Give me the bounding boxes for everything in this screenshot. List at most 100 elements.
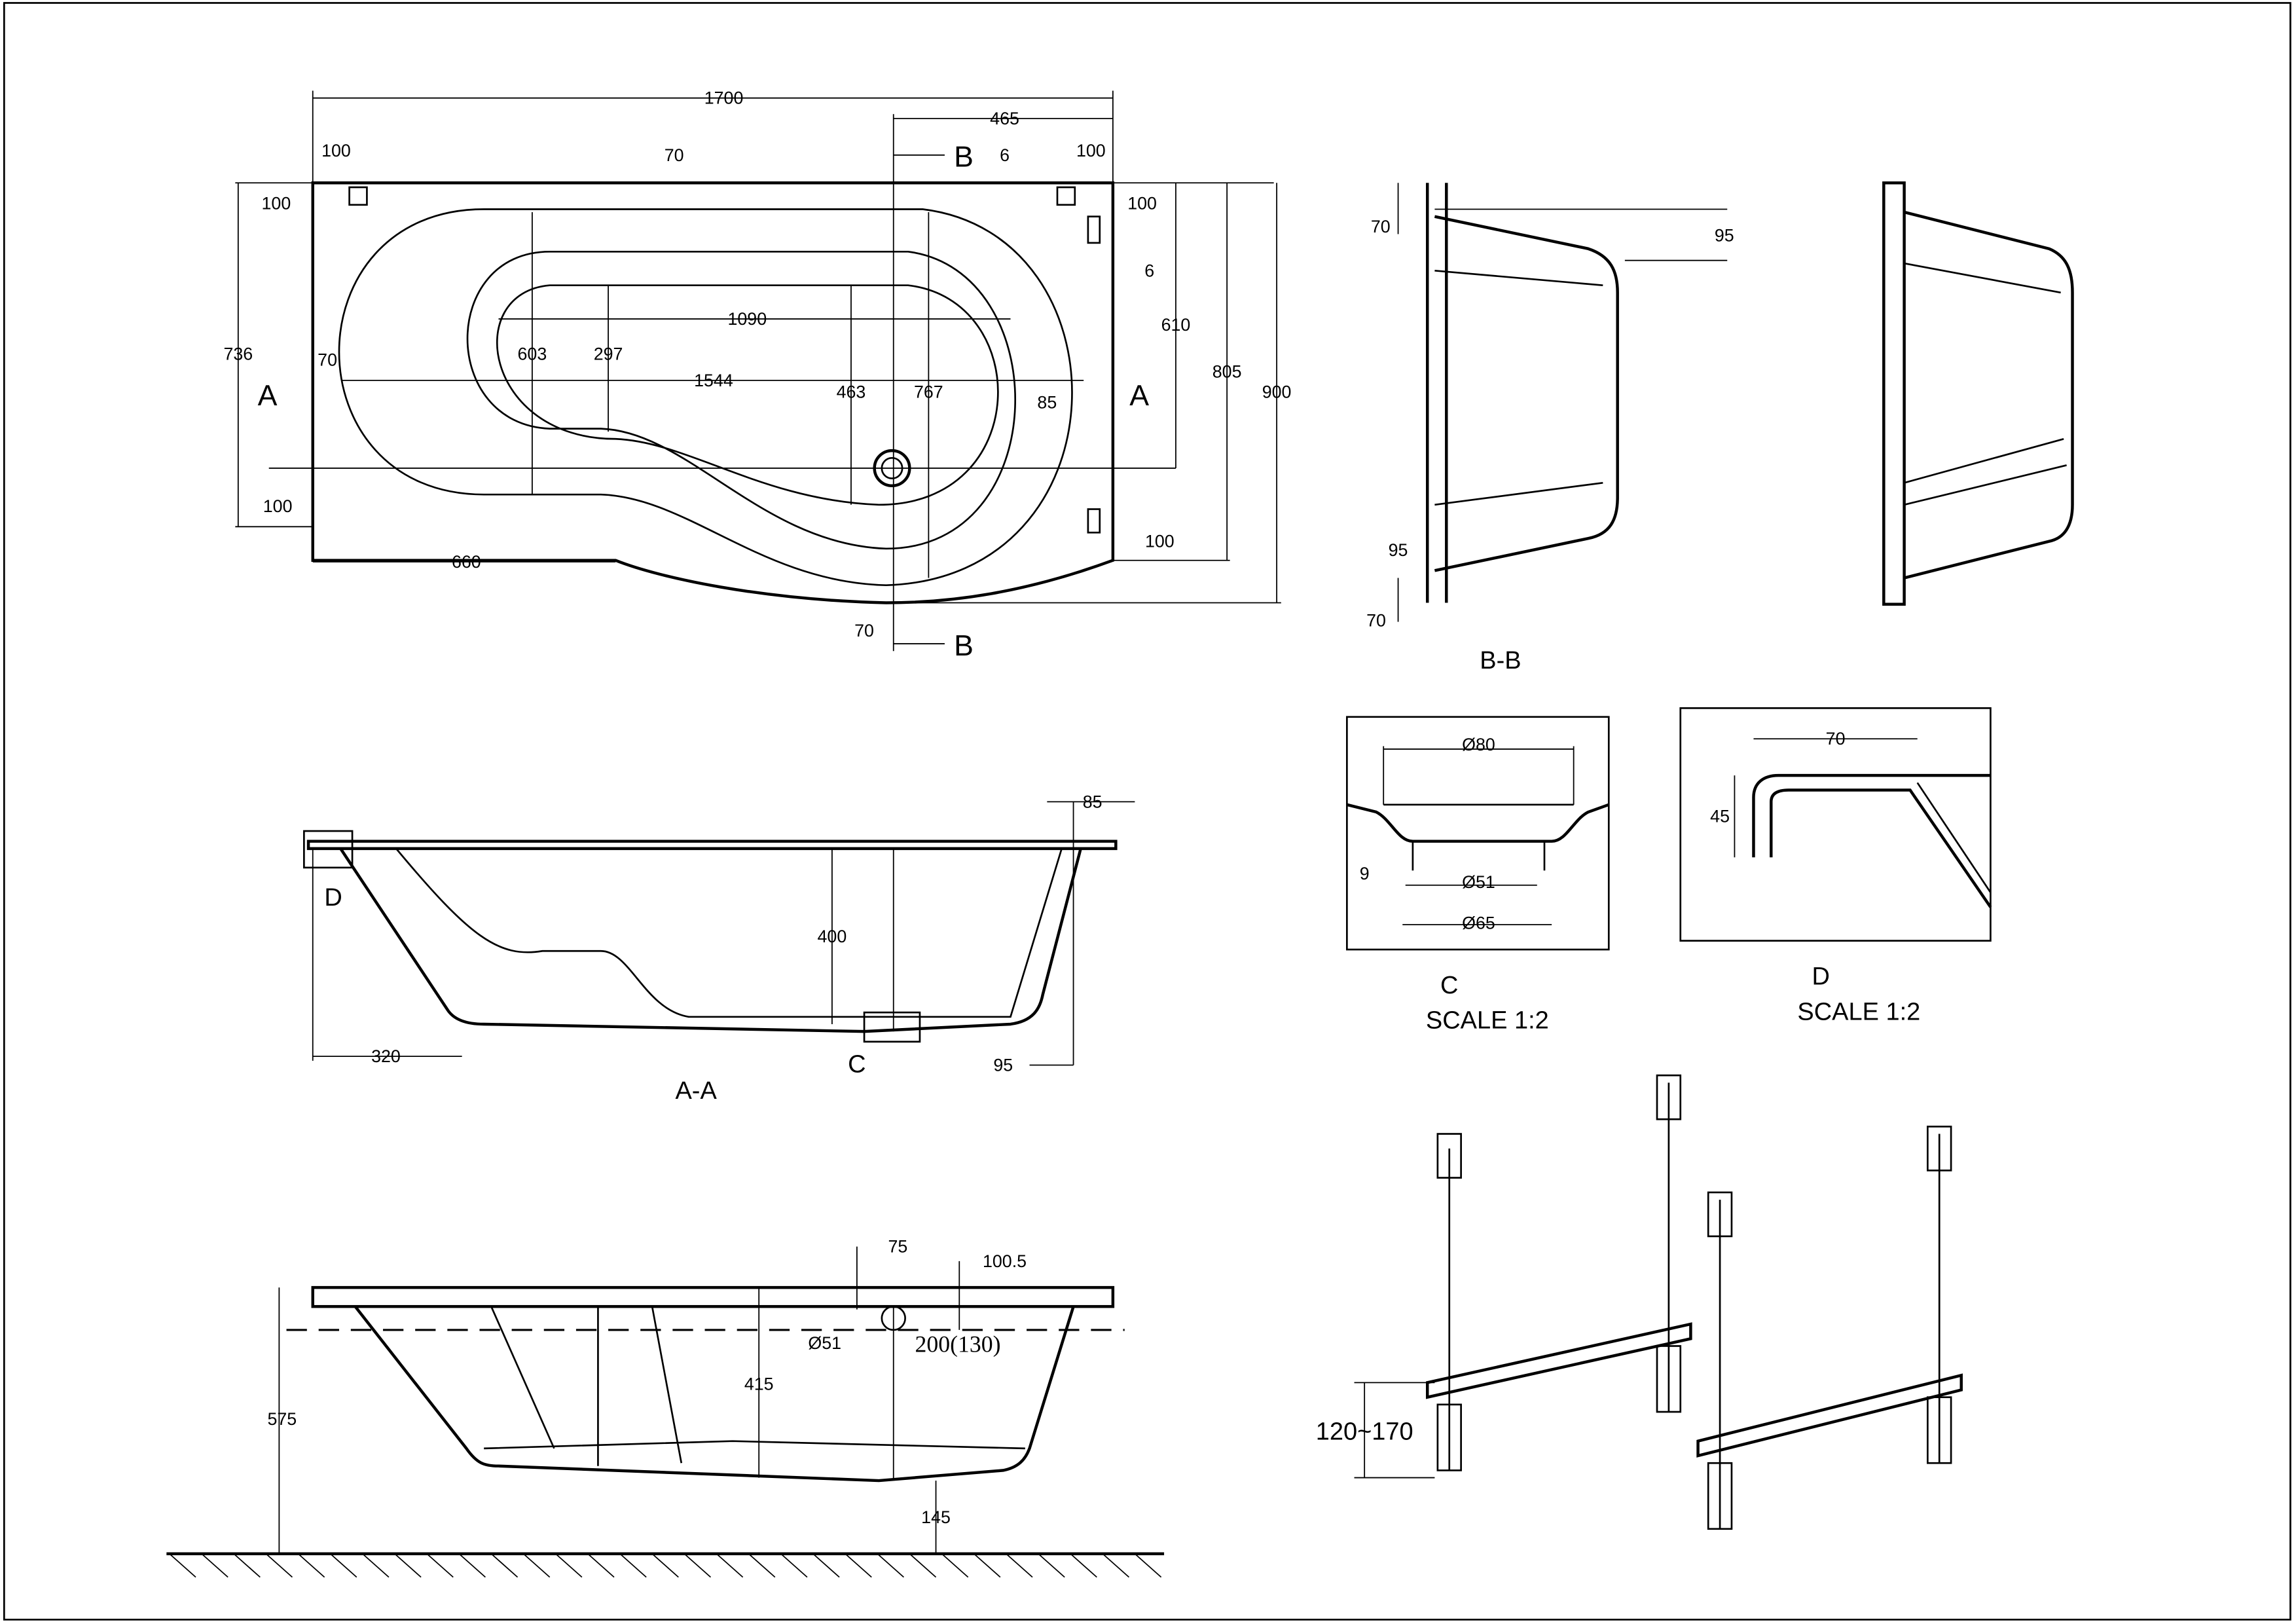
leg-assemblies: 120~170 bbox=[1316, 1074, 1963, 1530]
detail-marker-c: C bbox=[848, 1051, 866, 1079]
dim-70: 70 bbox=[318, 350, 337, 370]
hatch-line bbox=[265, 1553, 293, 1578]
floor-hatching bbox=[169, 1553, 1162, 1578]
hatch-line bbox=[941, 1553, 969, 1578]
hatch-line bbox=[555, 1553, 583, 1578]
hatch-line bbox=[812, 1553, 840, 1578]
hatch-line bbox=[329, 1553, 357, 1578]
hatch-line bbox=[1070, 1553, 1097, 1578]
hatch-line bbox=[716, 1553, 744, 1578]
dim-400: 400 bbox=[818, 927, 847, 946]
detail-d: 70 45 D SCALE 1:2 bbox=[1679, 707, 1992, 1025]
dim-100: 100 bbox=[1076, 141, 1106, 160]
hatch-line bbox=[458, 1553, 486, 1578]
detail-c: Ø80 9 Ø51 Ø65 C SCALE 1:2 bbox=[1346, 716, 1610, 1035]
dim-767: 767 bbox=[914, 382, 943, 402]
dim-465: 465 bbox=[990, 109, 1019, 128]
hatch-line bbox=[845, 1553, 872, 1578]
dim-d51: Ø51 bbox=[808, 1333, 841, 1353]
hatch-line bbox=[233, 1553, 261, 1578]
dim-415: 415 bbox=[744, 1375, 774, 1394]
leg-pad bbox=[348, 186, 368, 206]
dim-100: 100 bbox=[321, 141, 351, 160]
dim-1544: 1544 bbox=[694, 371, 733, 390]
dim-70: 70 bbox=[1826, 729, 1846, 748]
hatch-line bbox=[780, 1553, 808, 1578]
dim-100-5: 100.5 bbox=[983, 1251, 1027, 1271]
section-marker-b: B bbox=[954, 141, 974, 174]
detail-title-c: C bbox=[1440, 972, 1458, 999]
dim-805: 805 bbox=[1212, 361, 1242, 381]
dim-95: 95 bbox=[1715, 226, 1734, 246]
end-elevation bbox=[1882, 181, 2074, 606]
hatch-line bbox=[522, 1553, 551, 1578]
hatch-line bbox=[201, 1553, 228, 1578]
detail-title-d: D bbox=[1812, 963, 1830, 991]
dim-100: 100 bbox=[1145, 532, 1175, 551]
dim-85: 85 bbox=[1083, 792, 1102, 811]
detail-scale-d: SCALE 1:2 bbox=[1797, 998, 1920, 1025]
hatch-line bbox=[587, 1553, 615, 1578]
detail-marker-d: D bbox=[324, 884, 342, 912]
leg-pad bbox=[1087, 508, 1101, 534]
hatch-line bbox=[1038, 1553, 1065, 1578]
dim-70: 70 bbox=[854, 621, 874, 640]
dim-45: 45 bbox=[1710, 807, 1730, 826]
dim-320: 320 bbox=[371, 1046, 401, 1066]
dim-736: 736 bbox=[223, 344, 253, 364]
dim-9: 9 bbox=[1360, 864, 1370, 883]
leg-pad bbox=[1087, 215, 1101, 244]
section-bb: 70 95 95 70 B-B bbox=[1366, 183, 1734, 674]
dimension-lines bbox=[235, 90, 1281, 652]
section-title-bb: B-B bbox=[1480, 647, 1521, 674]
dim-660: 660 bbox=[452, 552, 481, 572]
dim-297: 297 bbox=[594, 344, 623, 364]
dim-95: 95 bbox=[993, 1055, 1013, 1075]
hatch-line bbox=[974, 1553, 1001, 1578]
dim-95: 95 bbox=[1389, 540, 1408, 560]
leg-adjust-range: 120~170 bbox=[1316, 1418, 1413, 1445]
dim-463: 463 bbox=[837, 382, 866, 402]
section-marker-a: A bbox=[258, 380, 278, 412]
dim-85: 85 bbox=[1037, 392, 1057, 412]
dim-100: 100 bbox=[263, 496, 293, 516]
hatch-line bbox=[490, 1553, 519, 1578]
leg-pad bbox=[1056, 186, 1076, 206]
hatch-line bbox=[169, 1553, 196, 1578]
hatch-line bbox=[426, 1553, 454, 1578]
dim-900: 900 bbox=[1262, 382, 1292, 402]
dim-75: 75 bbox=[888, 1237, 908, 1257]
hatch-line bbox=[683, 1553, 712, 1578]
hatch-line bbox=[297, 1553, 325, 1578]
tub-outline bbox=[311, 181, 1115, 604]
dim-610: 610 bbox=[1161, 315, 1191, 335]
dim-70: 70 bbox=[665, 145, 684, 165]
dim-100: 100 bbox=[262, 193, 291, 213]
side-elevation: 75 100.5 Ø51 200(130) 415 575 145 bbox=[166, 1237, 1165, 1578]
dim-575: 575 bbox=[267, 1409, 297, 1429]
hatch-line bbox=[619, 1553, 647, 1578]
section-marker-a: A bbox=[1129, 380, 1149, 412]
overflow-height: 200(130) bbox=[915, 1331, 1001, 1357]
dim-d51: Ø51 bbox=[1462, 872, 1495, 892]
drawing-frame bbox=[3, 2, 2291, 1621]
plan-view: 1700 465 100 100 70 B B 6 100 100 6 736 … bbox=[223, 88, 1291, 662]
dim-d80: Ø80 bbox=[1462, 735, 1495, 754]
hatch-line bbox=[909, 1553, 937, 1578]
hatch-line bbox=[1102, 1553, 1130, 1578]
dim-145: 145 bbox=[921, 1507, 951, 1527]
section-aa: 85 D 400 320 C 95 A-A bbox=[303, 792, 1135, 1105]
dim-70: 70 bbox=[1366, 610, 1386, 630]
dim-6: 6 bbox=[1144, 261, 1154, 280]
detail-scale-c: SCALE 1:2 bbox=[1426, 1007, 1549, 1035]
hatch-line bbox=[651, 1553, 679, 1578]
hatch-line bbox=[877, 1553, 904, 1578]
dim-d65: Ø65 bbox=[1462, 913, 1495, 933]
hatch-line bbox=[748, 1553, 776, 1578]
dim-603: 603 bbox=[518, 344, 547, 364]
inner-rim bbox=[338, 208, 1073, 587]
hatch-line bbox=[1134, 1553, 1162, 1578]
basin-inner bbox=[466, 250, 1017, 550]
hatch-line bbox=[394, 1553, 422, 1578]
